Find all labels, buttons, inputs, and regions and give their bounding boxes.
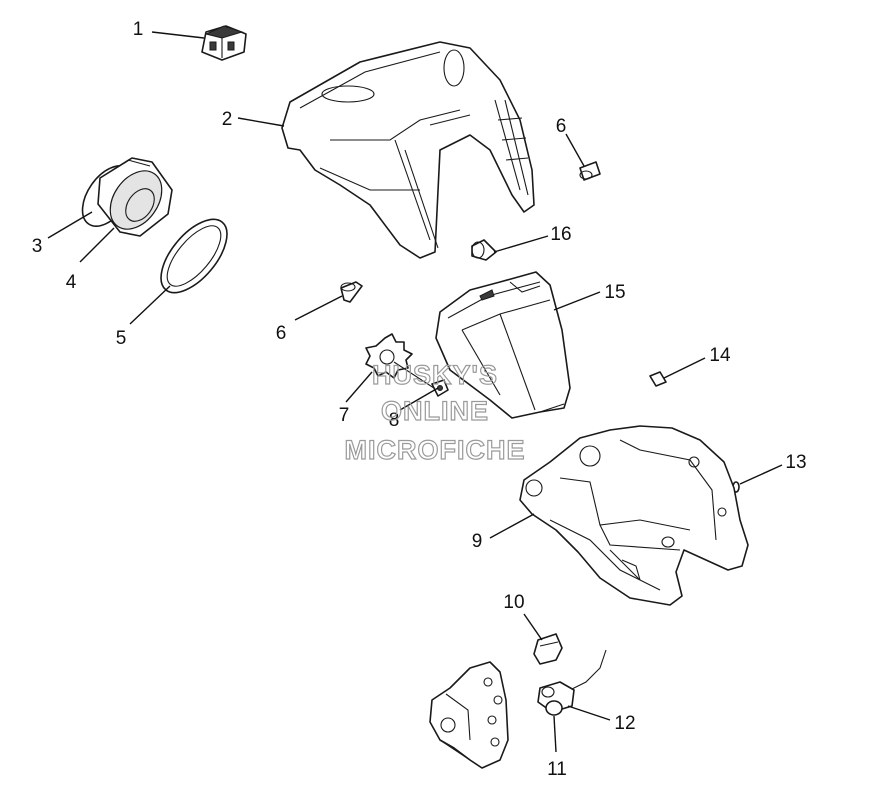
callout-8: 8 [389, 410, 400, 431]
callout-numbers: 1 2 3 4 5 6 6 7 8 9 10 11 12 13 14 15 16 [32, 19, 807, 780]
part-7-sprocket [365, 333, 441, 393]
watermark-line-2: ONLINE [381, 396, 489, 426]
callout-5: 5 [116, 328, 127, 349]
watermark-line-1: HUSKY'S [372, 360, 498, 390]
callout-10: 10 [503, 592, 524, 613]
part-16-screw [471, 239, 497, 261]
leader-lines [47, 31, 783, 753]
callout-6-upper: 6 [556, 116, 567, 137]
part-9-lower-housing [519, 425, 749, 606]
callout-4: 4 [66, 272, 77, 293]
part-8-fastener [431, 379, 449, 397]
part-2-upper-housing [281, 41, 535, 259]
callout-1: 1 [133, 19, 144, 40]
callout-12: 12 [614, 713, 635, 734]
callout-9: 9 [472, 531, 483, 552]
part-4-damper [97, 157, 173, 237]
callout-14: 14 [709, 345, 731, 366]
watermark-line-3: MICROFICHE [345, 435, 526, 465]
part-10-bolt [533, 633, 563, 665]
part-6-screw-upper [579, 161, 601, 181]
callout-11: 11 [547, 759, 567, 780]
part-6-screw-middle [340, 281, 363, 303]
part-1-switch [201, 25, 247, 61]
part-14-clip [649, 371, 667, 387]
callout-7: 7 [339, 405, 350, 426]
part-11-12-sensor [537, 649, 607, 716]
trigger-unit [429, 661, 509, 769]
part-15-filter-cover [435, 271, 571, 419]
callout-16: 16 [550, 224, 571, 245]
part-5-o-ring [160, 218, 228, 294]
callout-6-middle: 6 [276, 323, 287, 344]
callout-15: 15 [604, 282, 625, 303]
callout-2: 2 [222, 109, 233, 130]
watermark: HUSKY'S ONLINE MICROFICHE [344, 359, 526, 465]
callout-13: 13 [785, 452, 806, 473]
callout-3: 3 [32, 236, 43, 257]
